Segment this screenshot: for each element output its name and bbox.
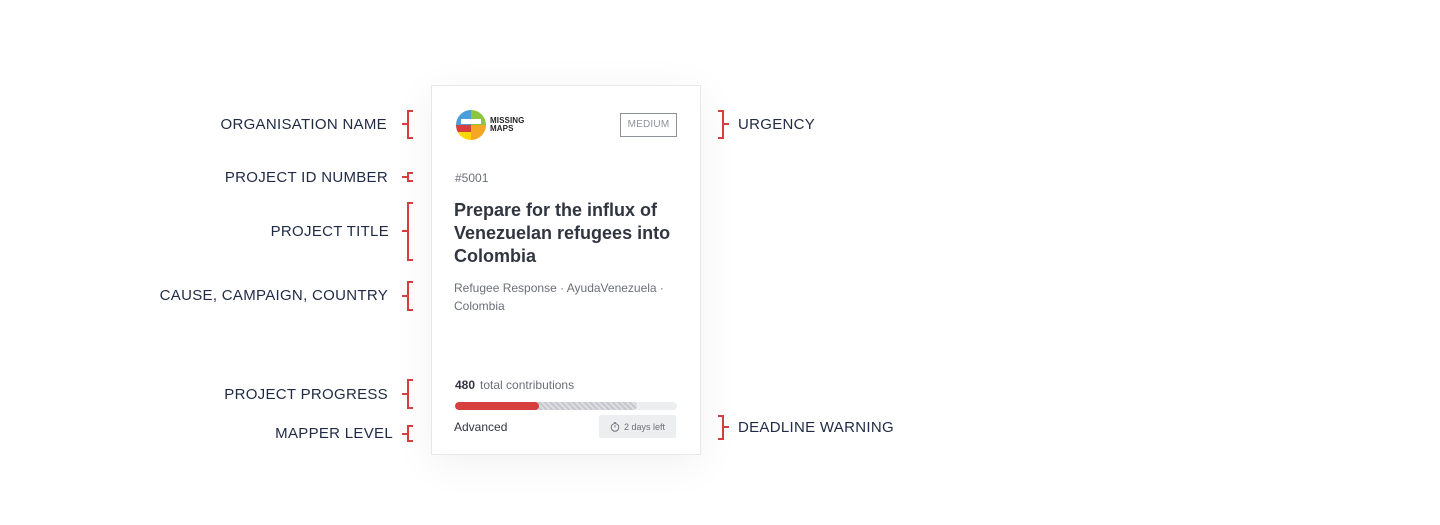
contributions-summary: 480 total contributions [455,378,574,392]
mapper-level: Advanced [454,420,508,434]
annotation-cause-campaign-country: CAUSE, CAMPAIGN, COUNTRY [159,287,388,304]
deadline-badge: 2 days left [599,415,676,438]
annotation-bracket [718,110,724,139]
missing-maps-logo-icon [456,110,486,140]
annotation-bracket [407,425,413,442]
annotation-project-progress: PROJECT PROGRESS [224,386,388,403]
project-card[interactable]: MISSING MAPS MEDIUM #5001 Prepare for th… [431,85,701,455]
contributions-label: total contributions [480,378,575,392]
annotation-bracket [407,172,413,182]
annotation-bracket-tick [724,426,729,428]
annotation-deadline-warning: DEADLINE WARNING [738,419,894,436]
annotation-bracket-tick [402,295,407,297]
annotation-bracket-tick [724,123,729,125]
annotation-bracket [718,415,724,440]
progress-bar [455,402,677,410]
progress-bar-mapped [455,402,540,410]
annotation-bracket-tick [402,433,407,435]
annotation-urgency: URGENCY [738,116,816,133]
annotation-bracket [407,281,413,311]
annotation-bracket [407,202,413,261]
project-id: #5001 [455,171,489,185]
annotation-bracket [407,379,413,409]
annotation-bracket [407,110,413,139]
annotation-project-title: PROJECT TITLE [270,223,389,240]
organisation-logo[interactable]: MISSING MAPS [456,110,524,140]
annotation-mapper-level: MAPPER LEVEL [275,425,393,442]
contributions-count: 480 [455,378,476,392]
progress-bar-validated [455,402,638,410]
project-tags: Refugee Response · AyudaVenezuela · Colo… [454,281,664,313]
organisation-name: MISSING MAPS [490,116,525,133]
clock-icon [610,421,620,432]
deadline-text: 2 days left [623,421,666,432]
annotation-bracket-tick [402,230,407,232]
annotation-project-id-number: PROJECT ID NUMBER [224,169,388,186]
annotation-bracket-tick [402,123,407,125]
project-title[interactable]: Prepare for the influx of Venezuelan ref… [454,200,671,266]
annotation-organisation-name: ORGANISATION NAME [220,116,387,133]
annotation-bracket-tick [402,176,407,178]
annotation-bracket-tick [402,393,407,395]
urgency-badge: MEDIUM [620,113,677,137]
